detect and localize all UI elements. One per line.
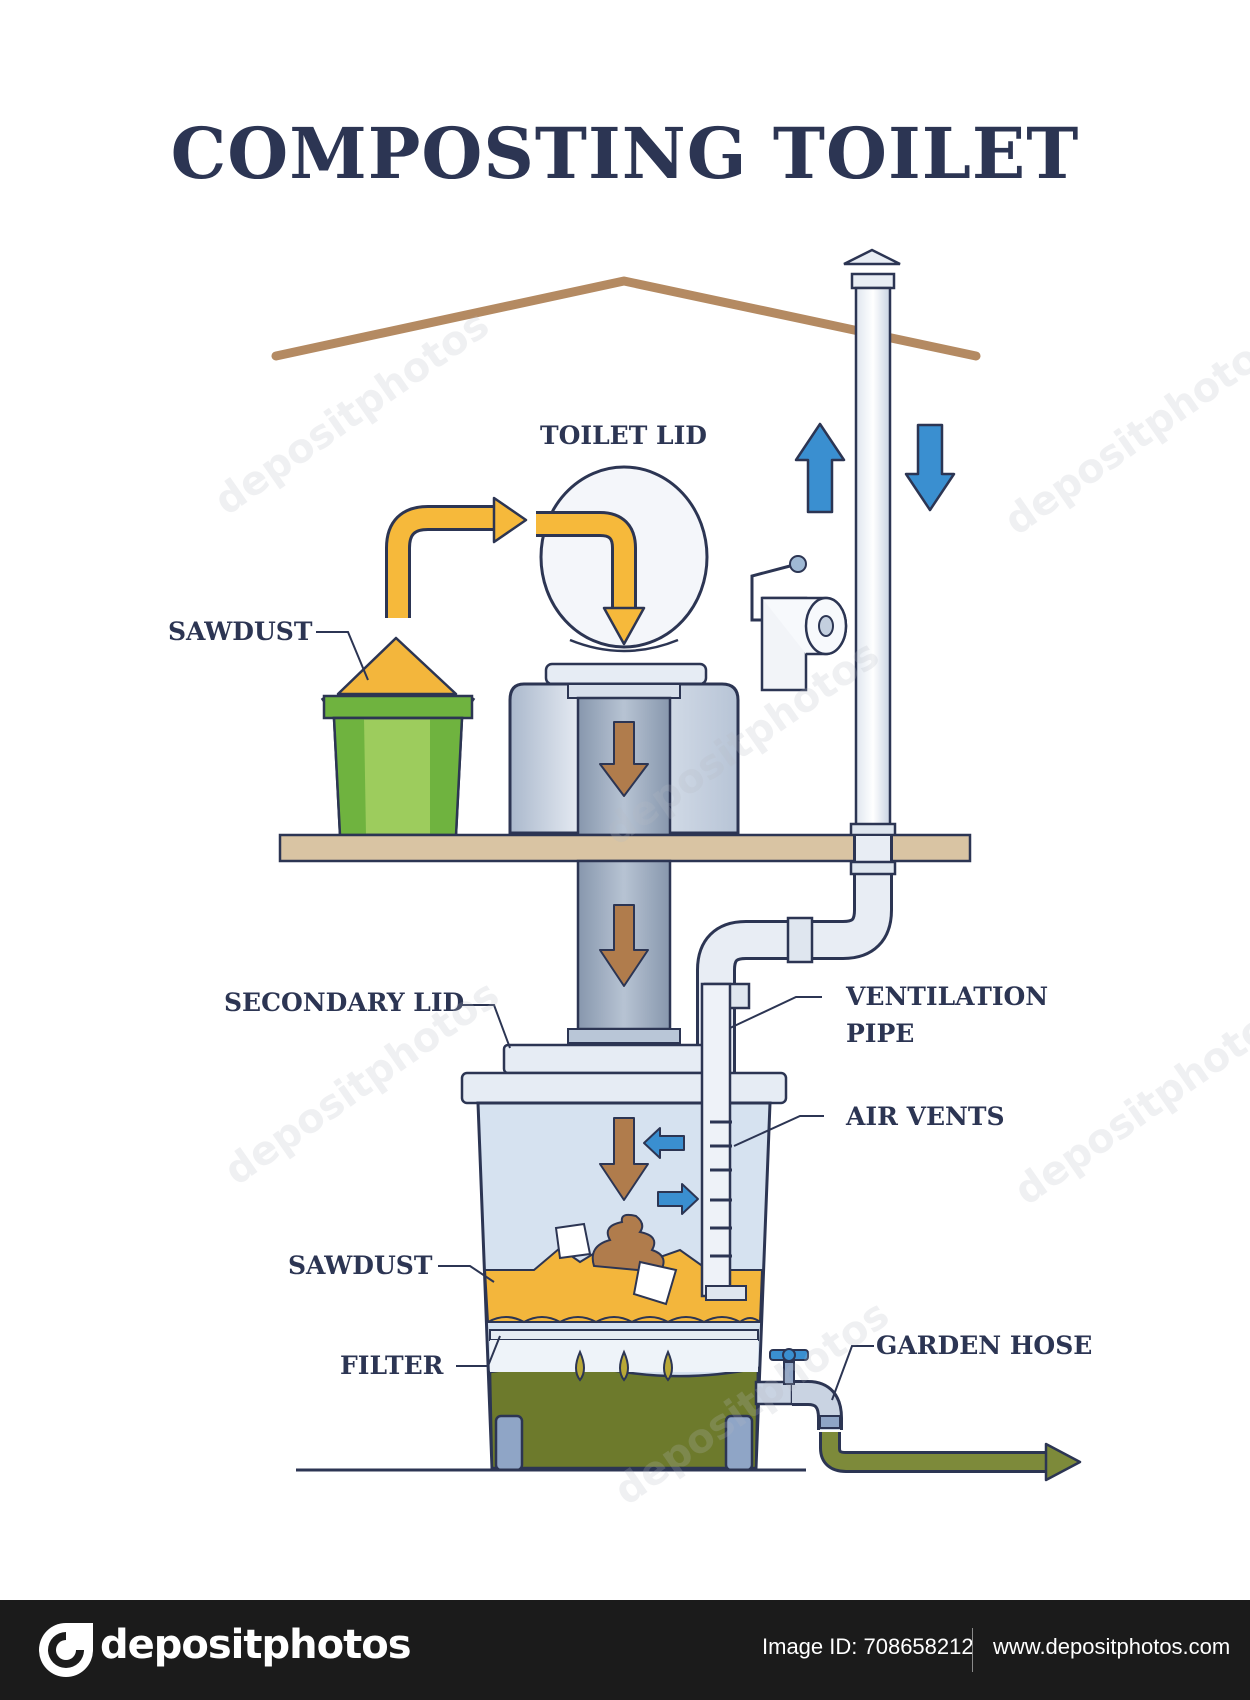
faucet-handle-icon bbox=[769, 1348, 809, 1362]
toilet-paper-icon bbox=[750, 555, 848, 692]
airflow-down-arrow bbox=[904, 423, 956, 512]
label-sawdust-layer: SAWDUST bbox=[288, 1251, 433, 1280]
label-filter: FILTER bbox=[340, 1351, 444, 1380]
diagram-title: COMPOSTING TOILET bbox=[170, 112, 1080, 195]
depositphotos-logo-icon bbox=[39, 1623, 93, 1677]
footer-image-id: Image ID: 708658212 bbox=[762, 1634, 974, 1659]
sawdust-transfer-arrow-2 bbox=[536, 511, 646, 646]
waste-flow-arrow-1 bbox=[599, 721, 649, 797]
garden-hose bbox=[754, 1348, 1082, 1482]
ventilation-pipe-upper bbox=[854, 286, 892, 834]
footer-brand: depositphotos bbox=[100, 1622, 412, 1668]
sawdust-bucket bbox=[320, 636, 476, 837]
label-pipe: PIPE bbox=[846, 1019, 915, 1048]
waste-flow-arrow-2 bbox=[599, 904, 649, 987]
vent-pipe-cap bbox=[843, 248, 901, 290]
label-air-vents: AIR VENTS bbox=[846, 1102, 1005, 1131]
footer-site-link[interactable]: www.depositphotos.com bbox=[993, 1634, 1231, 1659]
label-sawdust-bucket: SAWDUST bbox=[168, 617, 313, 646]
air-out-arrow bbox=[657, 1183, 699, 1215]
waste-pile-icon bbox=[554, 1213, 678, 1306]
footer-bar: depositphotos Image ID: 708658212 www.de… bbox=[0, 1600, 1250, 1700]
leader-lines bbox=[316, 631, 874, 1401]
label-garden-hose: GARDEN HOSE bbox=[876, 1331, 1093, 1360]
air-in-arrow bbox=[643, 1127, 685, 1159]
waste-flow-arrow-3 bbox=[599, 1117, 649, 1201]
compost-container bbox=[460, 1043, 788, 1472]
footer-separator bbox=[972, 1628, 973, 1672]
label-secondary-lid: SECONDARY LID bbox=[224, 988, 465, 1017]
label-ventilation: VENTILATION bbox=[846, 982, 1049, 1011]
sawdust-transfer-arrow-1 bbox=[385, 496, 528, 618]
airflow-up-arrow bbox=[794, 422, 846, 514]
label-toilet-lid: TOILET LID bbox=[540, 421, 707, 450]
diagram-illustration bbox=[271, 248, 1082, 1482]
vent-pipe-inside bbox=[700, 982, 747, 1301]
